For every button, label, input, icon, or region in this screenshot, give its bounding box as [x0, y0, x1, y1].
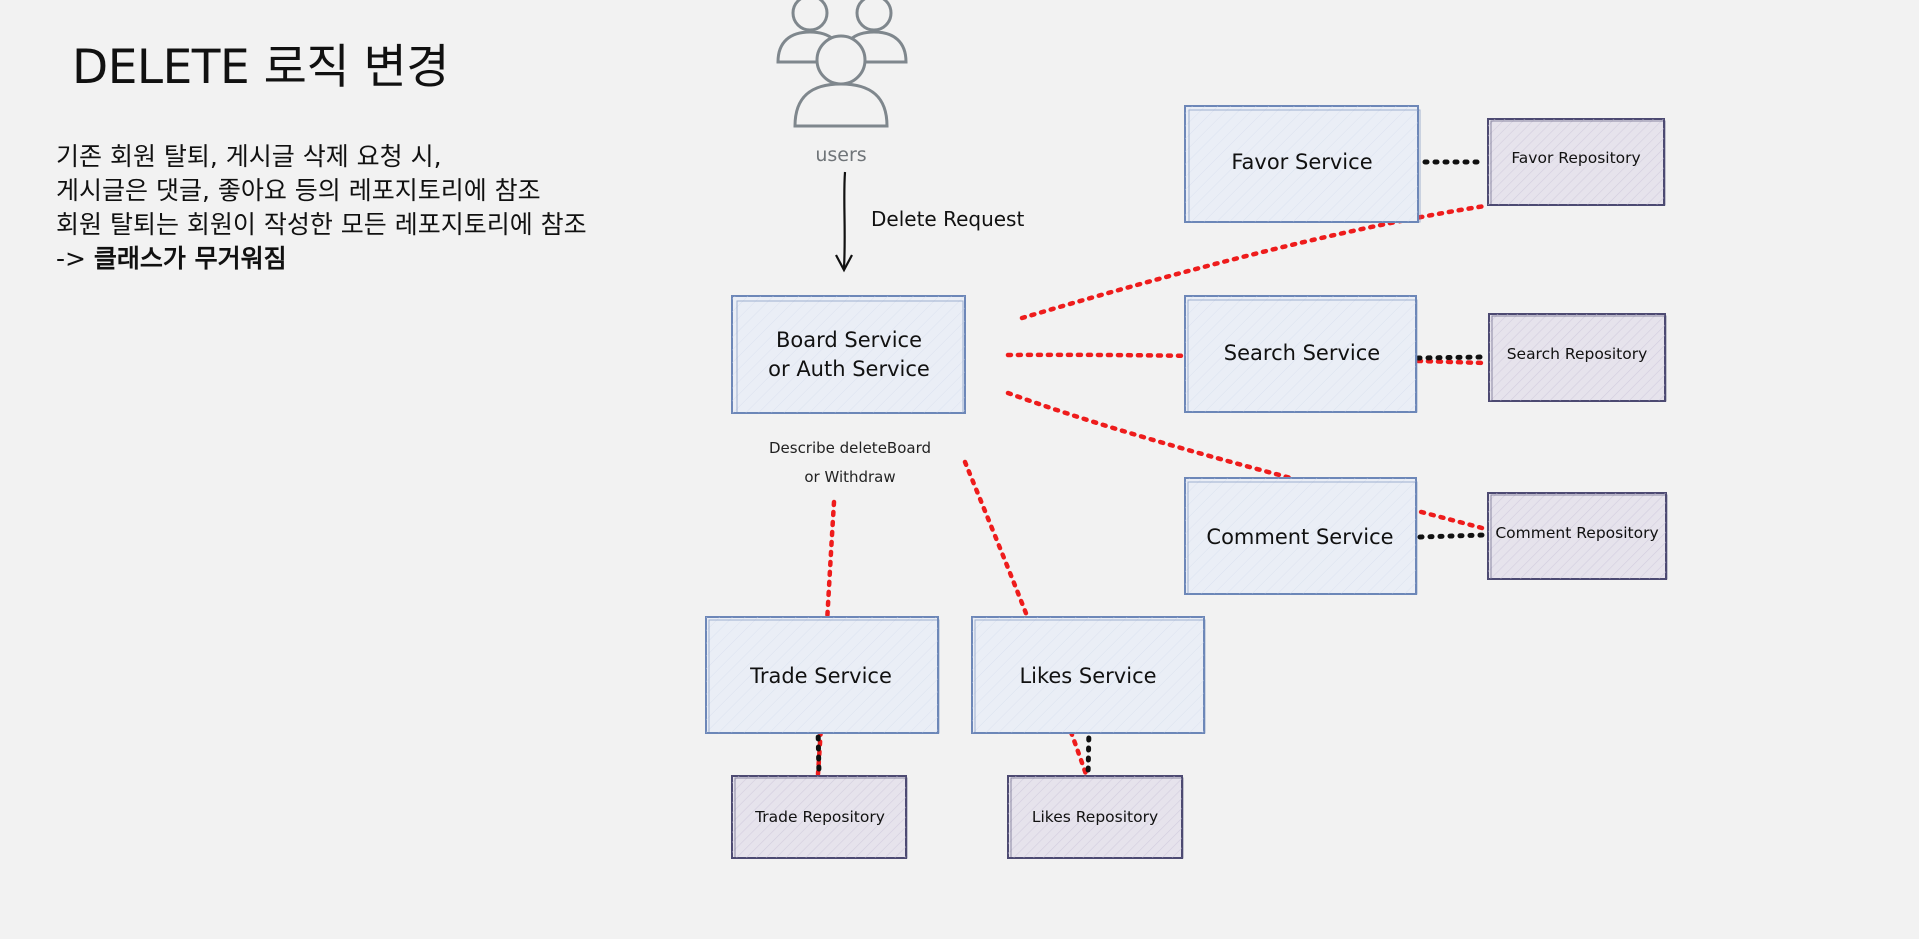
- reference-lines: [815, 203, 1488, 783]
- likes-repository-label: Likes Repository: [1032, 808, 1158, 826]
- comment-repository-label: Comment Repository: [1495, 524, 1658, 542]
- users-icon: [776, 0, 908, 128]
- description-line-4: -> 클래스가 무거워짐: [56, 242, 587, 276]
- favor-repository-box: Favor Repository: [1487, 118, 1666, 206]
- search-repository-box: Search Repository: [1488, 313, 1667, 402]
- board-service-label-1: Board Service: [776, 328, 922, 352]
- description-line-2: 게시글은 댓글, 좋아요 등의 레포지토리에 참조: [56, 176, 541, 205]
- link-comment: [1417, 532, 1487, 540]
- description-text: 기존 회원 탈퇴, 게시글 삭제 요청 시, 게시글은 댓글, 좋아요 등의 레…: [56, 140, 587, 276]
- description-line-1: 기존 회원 탈퇴, 게시글 삭제 요청 시,: [56, 142, 442, 171]
- favor-service-box: Favor Service: [1184, 105, 1421, 223]
- link-likes: [1085, 725, 1092, 781]
- favor-repository-label: Favor Repository: [1511, 149, 1640, 167]
- comment-service-box: Comment Service: [1184, 477, 1418, 595]
- likes-service-label: Likes Service: [1019, 664, 1156, 688]
- comment-service-label: Comment Service: [1206, 525, 1393, 549]
- description-conclusion: 클래스가 무거워짐: [93, 244, 287, 273]
- users-label: users: [815, 144, 866, 166]
- likes-service-box: Likes Service: [971, 616, 1206, 734]
- ref-line-comment: [1005, 390, 1485, 531]
- ref-line-likes: [962, 459, 1091, 783]
- trade-repository-label: Trade Repository: [754, 808, 885, 826]
- trade-service-box: Trade Service: [705, 616, 940, 734]
- search-service-label: Search Service: [1224, 341, 1380, 365]
- board-service-box: Board Service or Auth Service: [731, 295, 966, 414]
- trade-repository-box: Trade Repository: [731, 775, 908, 859]
- description-arrow: ->: [56, 244, 94, 273]
- search-service-box: Search Service: [1184, 295, 1418, 413]
- link-trade: [815, 724, 822, 778]
- link-search: [1415, 354, 1485, 361]
- board-note-line-1: Describe deleteBoard: [769, 439, 931, 457]
- favor-service-label: Favor Service: [1231, 150, 1372, 174]
- delete-request-arrow: [835, 171, 853, 273]
- delete-request-label: Delete Request: [871, 207, 1024, 231]
- search-repository-label: Search Repository: [1507, 345, 1648, 363]
- board-service-label-2: or Auth Service: [768, 357, 930, 381]
- trade-service-label: Trade Service: [749, 664, 892, 688]
- comment-repository-box: Comment Repository: [1487, 492, 1668, 580]
- likes-repository-box: Likes Repository: [1007, 775, 1184, 859]
- link-lines: [815, 159, 1488, 781]
- board-note-line-2: or Withdraw: [804, 468, 895, 486]
- page-title: DELETE 로직 변경: [72, 40, 450, 95]
- description-line-3: 회원 탈퇴는 회원이 작성한 모든 레포지토리에 참조: [56, 210, 587, 239]
